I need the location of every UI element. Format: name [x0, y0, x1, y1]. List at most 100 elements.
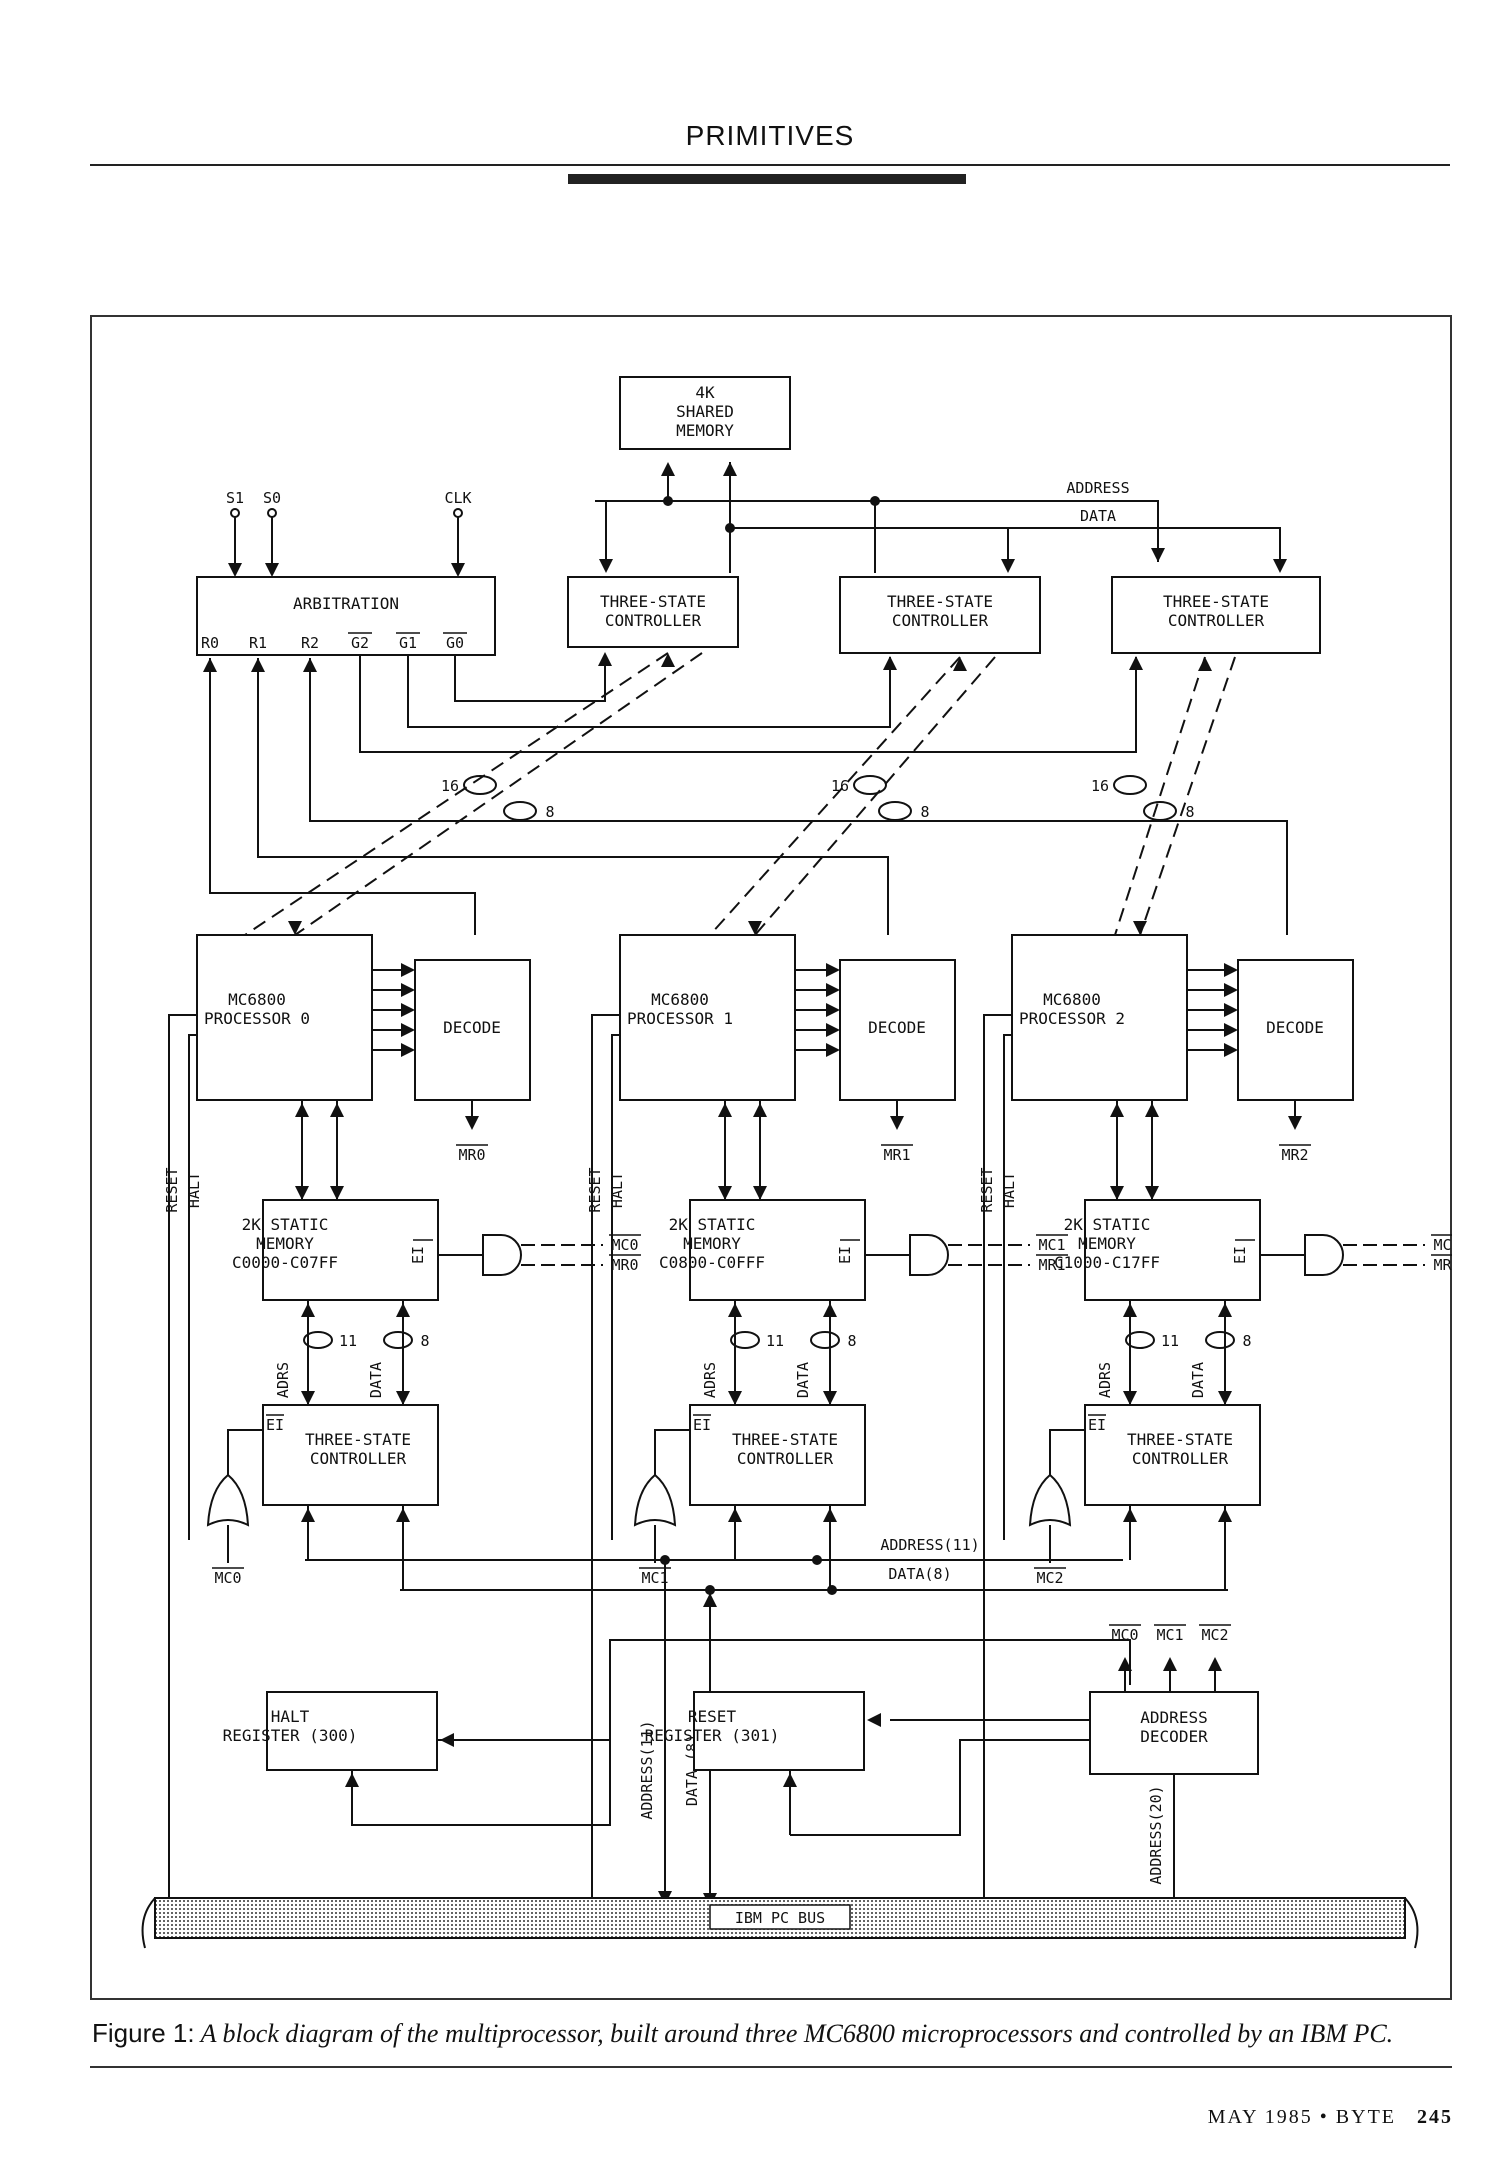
- arrowhead: [396, 1391, 410, 1405]
- arrowhead: [826, 983, 840, 997]
- decode-1-label: DECODE: [868, 1018, 926, 1037]
- data-bus-label: DATA: [1080, 507, 1116, 525]
- block-label-line: CONTROLLER: [892, 611, 989, 630]
- arrowhead: [703, 1593, 717, 1607]
- reset-line-1: [591, 1014, 620, 1900]
- bus-width-marker: [810, 1331, 840, 1349]
- local-data-label: DATA(8): [888, 1565, 951, 1583]
- bus-width-marker: [303, 1331, 333, 1349]
- arrowhead: [401, 963, 415, 977]
- page-number: 245: [1417, 2106, 1453, 2128]
- bus-width-16: 16: [441, 777, 459, 795]
- grant-g1: [407, 655, 891, 728]
- ei-label: EI: [1231, 1246, 1249, 1264]
- reset-label-0: RESET: [163, 1167, 181, 1212]
- arrowhead: [753, 1186, 767, 1200]
- input-terminal: [453, 508, 463, 518]
- or-gate-1: [633, 1473, 677, 1527]
- decode-0-label: DECODE: [443, 1018, 501, 1037]
- reset-label-1: RESET: [586, 1167, 604, 1212]
- data-bus-top: [730, 527, 1281, 570]
- arrowhead: [728, 1508, 742, 1522]
- arbitration-pin-1: R1: [249, 634, 267, 652]
- bus-width-8: 8: [920, 803, 929, 821]
- arrowhead: [783, 1773, 797, 1787]
- arrowhead: [1218, 1303, 1232, 1317]
- cross-bus-1-0: [709, 656, 961, 936]
- input-clk-label: CLK: [444, 489, 471, 507]
- junction-dot: [725, 523, 735, 533]
- bus-width-marker: [853, 775, 887, 795]
- bus-width-8: 8: [847, 1332, 856, 1350]
- arrowhead: [661, 462, 675, 476]
- top-three-state-controller-2: [1111, 576, 1321, 654]
- mr-1-label: MR1: [883, 1146, 910, 1164]
- arrowhead: [401, 1003, 415, 1017]
- decode-0-block: [414, 959, 531, 1101]
- arrowhead: [826, 1023, 840, 1037]
- arrowhead: [251, 658, 265, 672]
- adrs-label: ADRS: [274, 1362, 292, 1398]
- and-gate-1: [909, 1234, 949, 1276]
- bus-width-marker: [503, 801, 537, 821]
- mr-0-label: MR0: [458, 1146, 485, 1164]
- block-label-line: MEMORY: [676, 421, 734, 440]
- block-label-line: CONTROLLER: [1132, 1449, 1229, 1468]
- arrowhead: [661, 653, 675, 667]
- arrowhead: [1123, 1508, 1137, 1522]
- arrowhead: [867, 1713, 881, 1727]
- arbitration-pin-5: G0: [446, 634, 464, 652]
- block-label-line: C0800-C0FFF: [659, 1253, 765, 1272]
- grant-g2: [359, 655, 1137, 753]
- ei-label: EI: [409, 1246, 427, 1264]
- arrowhead: [1129, 656, 1143, 670]
- block-label-line: DECODER: [1140, 1727, 1208, 1746]
- lower-three-state-controller-2: [1084, 1404, 1261, 1506]
- and-gate-0: [482, 1234, 522, 1276]
- halt-line-0: [188, 1034, 197, 1540]
- bus-end-right: [1404, 1897, 1419, 1949]
- arbitration-block: [196, 576, 496, 656]
- cross-bus-2-1: [1139, 656, 1236, 936]
- arrowhead: [1118, 1657, 1132, 1671]
- decoder-output-label-2: MC2: [1201, 1626, 1228, 1644]
- address-bus-label: ADDRESS: [1066, 479, 1129, 497]
- arrowhead: [301, 1303, 315, 1317]
- arrowhead: [396, 1508, 410, 1522]
- block-label-line: THREE-STATE: [887, 592, 993, 611]
- arrowhead: [288, 921, 302, 935]
- bus-width-marker: [1113, 775, 1147, 795]
- arrowhead: [228, 563, 242, 577]
- request-r2: [309, 658, 1288, 935]
- halt-line-2: [1003, 1034, 1012, 1540]
- arrowhead: [1208, 1657, 1222, 1671]
- bus-width-marker: [383, 1331, 413, 1349]
- arrowhead: [1224, 1043, 1238, 1057]
- block-label-line: MC6800: [1043, 990, 1101, 1009]
- ei-ctl-label: EI: [693, 1416, 711, 1434]
- processor-2-block: [1011, 934, 1188, 1101]
- request-r0: [209, 658, 476, 935]
- junction-dot: [812, 1555, 822, 1565]
- block-label-line: 2K STATIC: [1064, 1215, 1151, 1234]
- and-gate-2: [1304, 1234, 1344, 1276]
- adrs-label: ADRS: [701, 1362, 719, 1398]
- arrowhead: [753, 1103, 767, 1117]
- arrowhead: [401, 983, 415, 997]
- arrowhead: [826, 1043, 840, 1057]
- arrowhead: [1224, 983, 1238, 997]
- section-title: PRIMITIVES: [685, 120, 855, 151]
- bus-width-16: 16: [1091, 777, 1109, 795]
- figure-frame: [90, 315, 1452, 2000]
- mr-2-label: MR2: [1281, 1146, 1308, 1164]
- arrowhead: [826, 963, 840, 977]
- arrowhead: [1218, 1391, 1232, 1405]
- block-label-line: MEMORY: [1078, 1234, 1136, 1253]
- arrowhead: [598, 652, 612, 666]
- junction-dot: [870, 496, 880, 506]
- arrowhead: [451, 563, 465, 577]
- local-address-label: ADDRESS(11): [880, 1536, 979, 1554]
- header-bar: [568, 174, 966, 184]
- arrowhead: [265, 563, 279, 577]
- arrowhead: [1110, 1186, 1124, 1200]
